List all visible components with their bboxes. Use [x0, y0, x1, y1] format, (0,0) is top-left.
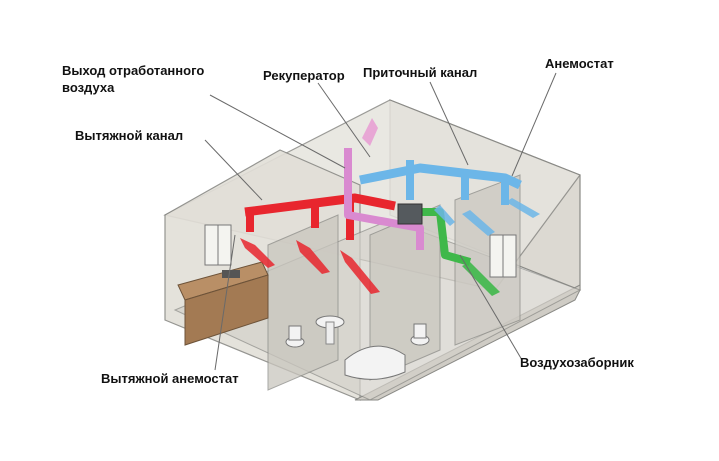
label-anemostat: Анемостат [545, 56, 614, 71]
supply-duct [359, 160, 522, 205]
label-recuperator: Рекуператор [263, 68, 345, 83]
sink-icon [315, 315, 345, 345]
supply-flow-arrows [434, 198, 540, 236]
label-exhaust-channel: Вытяжной канал [75, 128, 184, 143]
bathtub-icon [344, 345, 406, 380]
label-exhaust-outlet: Выход отработанного воздуха [62, 62, 204, 96]
toilet-icon [285, 323, 430, 348]
stove-icon [177, 261, 269, 346]
leader-lines [204, 72, 557, 371]
recuperator-icon [397, 203, 423, 225]
label-supply-channel: Приточный канал [363, 65, 478, 80]
label-exhaust-anemostat: Вытяжной анемостат [101, 371, 239, 386]
outlet-flow-arrow [362, 118, 378, 146]
house-icon [163, 99, 582, 401]
label-exhaust-outlet-line1: Выход отработанного [62, 63, 205, 78]
label-exhaust-outlet-line2: воздуха [62, 80, 115, 95]
window-icon [204, 224, 517, 278]
exhaust-flow-arrows [240, 238, 380, 294]
intake-duct [420, 208, 472, 266]
intake-flow-arrow [462, 262, 500, 296]
outlet-duct [344, 148, 424, 250]
label-air-intake: Воздухозаборник [520, 355, 634, 370]
